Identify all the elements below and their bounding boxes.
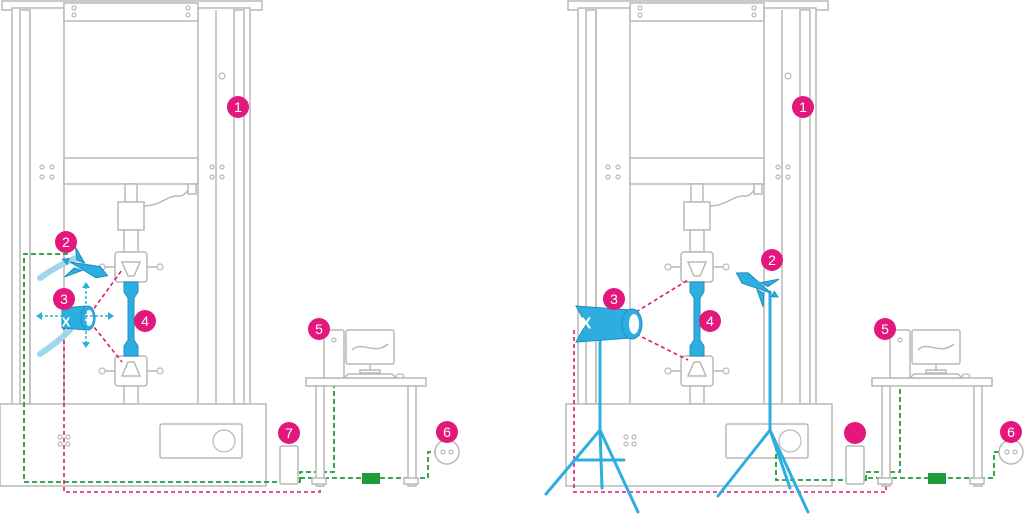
svg-text:1: 1 xyxy=(799,99,807,115)
camera-mark-right: X xyxy=(581,316,592,333)
badge-right-1: 1 xyxy=(792,96,814,118)
svg-text:4: 4 xyxy=(141,313,149,329)
svg-text:5: 5 xyxy=(881,321,889,337)
badge-left-7: 7 xyxy=(278,422,300,444)
testing-machine-right xyxy=(565,0,833,487)
badge-left-5: 5 xyxy=(308,318,330,340)
svg-text:5: 5 xyxy=(315,321,323,337)
svg-text:4: 4 xyxy=(706,313,714,329)
computer-desk-right xyxy=(871,329,993,487)
adjust-arrows-left xyxy=(36,282,114,348)
badge-left-1: 1 xyxy=(227,96,249,118)
cable-right-a xyxy=(775,446,1004,481)
badge-left-6: 6 xyxy=(436,421,458,443)
controller-box-right xyxy=(928,473,946,484)
badge-left-3: 3 xyxy=(53,288,75,310)
controller-right xyxy=(845,445,865,485)
badge-right-2: 2 xyxy=(761,249,783,271)
svg-text:7: 7 xyxy=(285,425,293,441)
badge-left-4: 4 xyxy=(134,310,156,332)
badge-right-3: 3 xyxy=(603,288,625,310)
svg-text:1: 1 xyxy=(234,99,242,115)
left-panel: X 1 2 3 4 5 6 7 xyxy=(0,0,460,493)
controller-box xyxy=(362,473,380,484)
badge-right-6: 6 xyxy=(1000,421,1022,443)
controller-left xyxy=(279,445,299,485)
lamp-tripod xyxy=(716,290,810,514)
camera-tripod xyxy=(544,338,640,514)
svg-text:2: 2 xyxy=(62,234,70,250)
svg-text:2: 2 xyxy=(768,252,776,268)
badge-right-7 xyxy=(844,422,866,444)
badge-right-4: 4 xyxy=(699,310,721,332)
testing-machine xyxy=(0,0,267,487)
svg-text:6: 6 xyxy=(1007,424,1015,440)
camera-right xyxy=(575,305,643,343)
power-socket-right xyxy=(998,439,1024,465)
right-panel: X 1 2 3 4 5 6 xyxy=(544,0,1024,514)
cable-left-a xyxy=(23,253,440,483)
svg-text:6: 6 xyxy=(443,424,451,440)
svg-text:3: 3 xyxy=(610,291,618,307)
data-line-right xyxy=(573,330,887,493)
computer-desk-left xyxy=(305,329,427,487)
svg-text:3: 3 xyxy=(60,291,68,307)
power-socket-left xyxy=(434,439,460,465)
badge-right-5: 5 xyxy=(874,318,896,340)
camera-mark-left: X xyxy=(62,315,71,330)
badge-left-2: 2 xyxy=(55,231,77,253)
